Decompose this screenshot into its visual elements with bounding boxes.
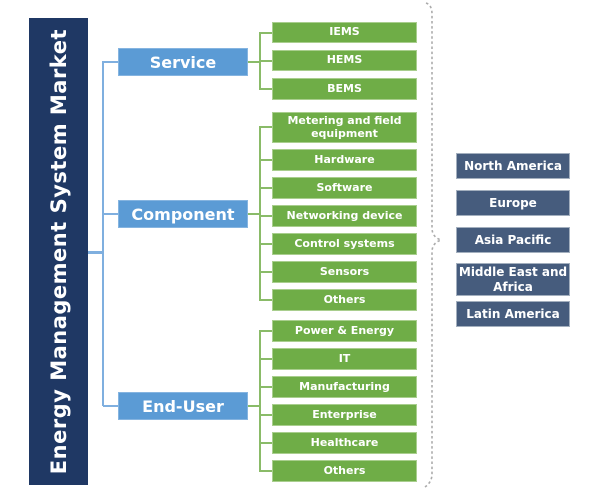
branch-service: Service <box>118 48 248 76</box>
leaf-comp-others-label: Others <box>323 292 366 306</box>
connector-sensors <box>259 271 272 273</box>
region-asia-pacific-label: Asia Pacific <box>474 232 552 247</box>
leaf-comp-others: Others <box>272 289 417 311</box>
leaf-it-label: IT <box>338 351 351 365</box>
leaf-networking-label: Networking device <box>286 208 403 222</box>
leaf-power-energy: Power & Energy <box>272 320 417 342</box>
leaf-software: Software <box>272 177 417 199</box>
branch-component-label: Component <box>131 204 235 224</box>
leaf-hardware-label: Hardware <box>314 152 375 166</box>
market-title-bar: Energy Management System Market <box>29 18 88 485</box>
region-europe: Europe <box>456 190 570 216</box>
leaf-bems: BEMS <box>272 78 417 100</box>
branch-enduser-label: End-User <box>142 396 224 416</box>
connector-hems <box>259 60 272 62</box>
connector-trunk <box>102 61 104 406</box>
connector-metering <box>259 126 272 128</box>
connector-component-right <box>248 213 260 215</box>
leaf-manufacturing-label: Manufacturing <box>299 379 390 393</box>
region-europe-label: Europe <box>489 195 537 210</box>
leaf-healthcare: Healthcare <box>272 432 417 454</box>
connector-power <box>259 330 272 332</box>
region-north-america: North America <box>456 153 570 179</box>
leaf-control: Control systems <box>272 233 417 255</box>
connector-service-left <box>103 61 118 63</box>
connector-enduser-right <box>248 405 260 407</box>
leaf-manufacturing: Manufacturing <box>272 376 417 398</box>
connector-enduser-rail <box>259 330 261 472</box>
connector-hardware <box>259 159 272 161</box>
connector-service-right <box>248 61 260 63</box>
connector-root-stub <box>88 251 103 254</box>
connector-enduser-left <box>103 405 118 407</box>
connector-comp-others <box>259 299 272 301</box>
region-latin-america-label: Latin America <box>466 306 560 321</box>
region-north-america-label: North America <box>464 158 562 173</box>
leaf-hems: HEMS <box>272 50 417 71</box>
leaf-metering-label: Metering and field equipment <box>287 113 402 140</box>
connector-healthcare <box>259 442 272 444</box>
leaf-sensors: Sensors <box>272 261 417 283</box>
leaf-enterprise-label: Enterprise <box>312 407 377 421</box>
leaf-hardware: Hardware <box>272 149 417 171</box>
connector-eu-others <box>259 470 272 472</box>
leaf-it: IT <box>272 348 417 370</box>
leaf-bems-label: BEMS <box>327 81 362 95</box>
branch-enduser: End-User <box>118 392 248 420</box>
leaf-networking: Networking device <box>272 205 417 227</box>
region-middle-east-africa-label: Middle East and Africa <box>458 265 568 294</box>
dashed-brace <box>424 2 444 488</box>
region-asia-pacific: Asia Pacific <box>456 227 570 253</box>
connector-iems <box>259 32 272 34</box>
connector-enterprise <box>259 414 272 416</box>
leaf-software-label: Software <box>316 180 373 194</box>
connector-component-rail <box>259 127 261 301</box>
leaf-healthcare-label: Healthcare <box>310 435 379 449</box>
connector-control <box>259 243 272 245</box>
connector-manufacturing <box>259 386 272 388</box>
market-title: Energy Management System Market <box>46 28 71 475</box>
branch-service-label: Service <box>149 52 217 72</box>
leaf-metering: Metering and field equipment <box>272 112 417 143</box>
leaf-iems: IEMS <box>272 22 417 43</box>
region-middle-east-africa: Middle East and Africa <box>456 263 570 296</box>
leaf-eu-others-label: Others <box>323 463 366 477</box>
connector-component-left <box>103 213 118 215</box>
connector-software <box>259 187 272 189</box>
region-latin-america: Latin America <box>456 301 570 327</box>
leaf-power-energy-label: Power & Energy <box>294 323 395 337</box>
connector-networking <box>259 215 272 217</box>
connector-it <box>259 358 272 360</box>
leaf-control-label: Control systems <box>294 236 395 250</box>
branch-component: Component <box>118 200 248 228</box>
leaf-enterprise: Enterprise <box>272 404 417 426</box>
leaf-eu-others: Others <box>272 460 417 482</box>
leaf-hems-label: HEMS <box>326 53 363 67</box>
leaf-iems-label: IEMS <box>329 25 360 39</box>
leaf-sensors-label: Sensors <box>319 264 370 278</box>
connector-bems <box>259 88 272 90</box>
